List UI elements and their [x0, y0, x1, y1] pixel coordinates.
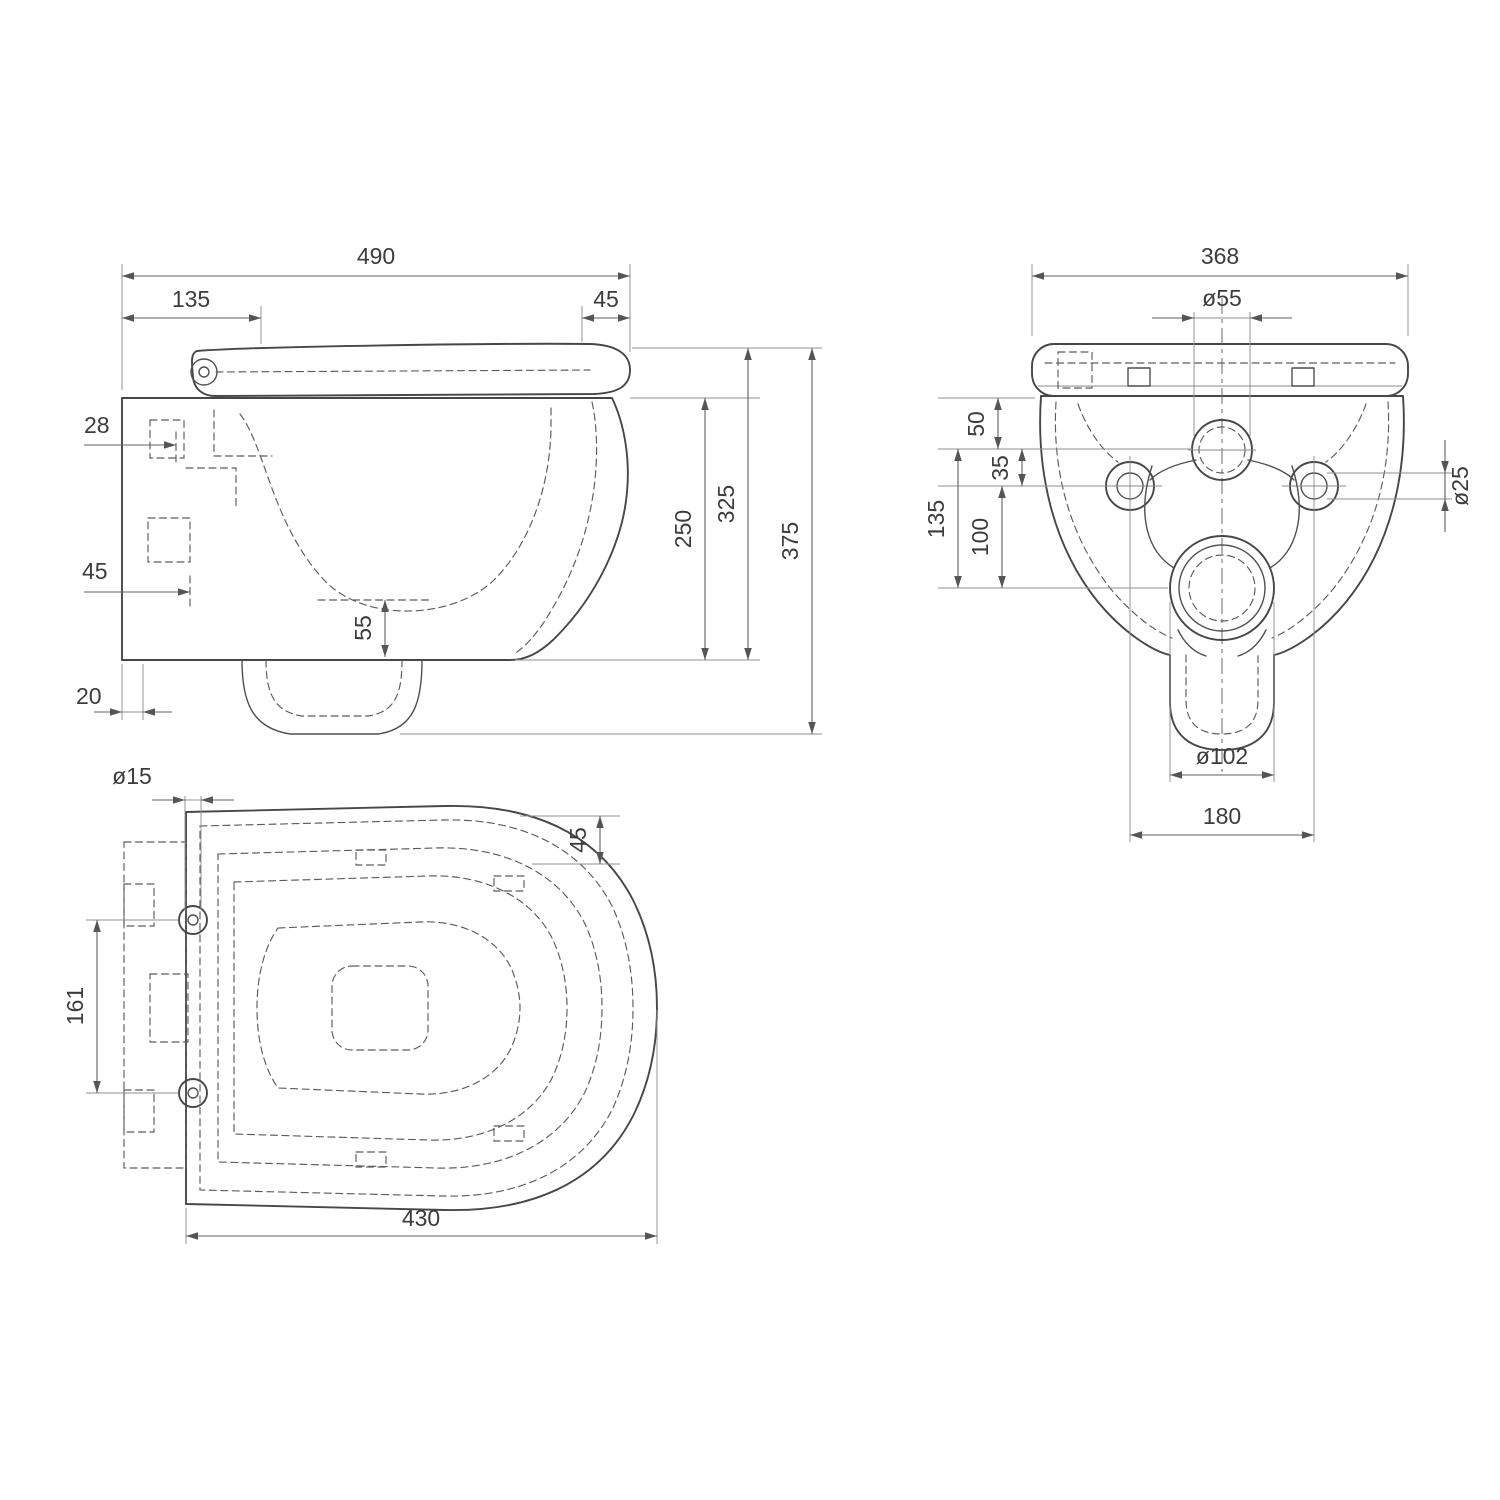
dim-label-490: 490	[357, 243, 395, 269]
top-hinge-hole-upper	[178, 905, 208, 935]
dim-label-135-rear: 135	[923, 500, 949, 538]
dim-label-hinge-hole-dia: ø15	[112, 763, 152, 789]
side-body-outline	[121, 397, 629, 661]
dim-label-35: 35	[987, 455, 1013, 481]
top-wall-bracket	[123, 841, 187, 1169]
dim-label-430: 430	[402, 1205, 440, 1231]
dim-label-20: 20	[76, 683, 102, 709]
rear-view: 368 ø55 50 35 135 100 ø25 ø102 180	[923, 243, 1473, 842]
dim-label-45-left: 45	[82, 558, 108, 584]
rear-outlet-hole	[1169, 535, 1275, 641]
dim-label-368: 368	[1201, 243, 1239, 269]
side-hinge-pin-inner	[198, 366, 210, 378]
top-trap-outline	[331, 965, 429, 1051]
dim-label-375: 375	[777, 522, 803, 560]
dim-label-135: 135	[172, 286, 210, 312]
side-lid-outline	[191, 342, 631, 397]
dim-label-55: 55	[350, 615, 376, 641]
side-hinge-pin	[190, 358, 218, 386]
dim-label-325: 325	[713, 485, 739, 523]
dim-label-inlet-dia: ø55	[1202, 285, 1242, 311]
top-view: ø15 45 161 430	[62, 763, 658, 1244]
dim-label-45-lid: 45	[593, 286, 619, 312]
dim-label-161: 161	[62, 987, 88, 1025]
side-trap-outline	[241, 659, 423, 735]
dim-label-28: 28	[84, 412, 110, 438]
dim-label-50: 50	[963, 411, 989, 437]
side-view: 490 135 45 28 45 20 55 250 325 375	[76, 243, 822, 735]
dim-label-250: 250	[670, 510, 696, 548]
top-hinge-hole-lower	[178, 1078, 208, 1108]
dim-label-100: 100	[967, 518, 993, 556]
dim-label-45-top: 45	[565, 827, 591, 853]
top-outline	[185, 805, 658, 1211]
dim-label-bolt-dia: ø25	[1447, 466, 1473, 506]
dim-label-outlet-dia: ø102	[1196, 743, 1248, 769]
dim-label-180: 180	[1203, 803, 1241, 829]
